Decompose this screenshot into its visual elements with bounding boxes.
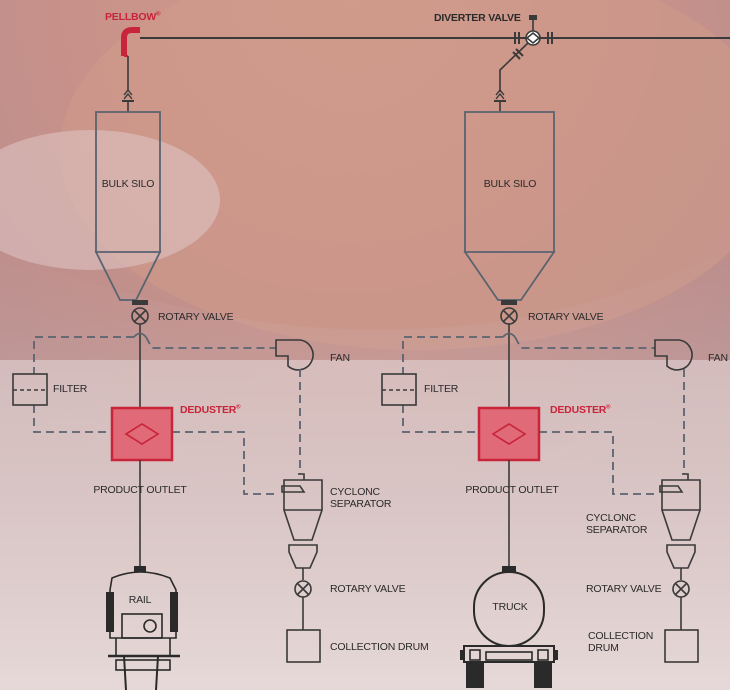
deduster-left-label: DEDUSTER® (180, 404, 240, 416)
pellbow-label-text: PELLBOW (105, 11, 156, 23)
collection-drum-right (665, 630, 698, 662)
diverter-valve-symbol (500, 15, 552, 92)
truck-label: TRUCK (492, 601, 527, 613)
cyclone-right-label: CYCLONC SEPARATOR (586, 512, 647, 536)
deduster-right-text: DEDUSTER (550, 404, 606, 416)
fan-left (276, 340, 313, 370)
rail-label: RAIL (129, 594, 152, 606)
filter-left-label: FILTER (53, 383, 87, 395)
collection-drum-right-label: COLLECTION DRUM (588, 630, 653, 654)
deduster-right-label: DEDUSTER® (550, 404, 610, 416)
deduster-right (479, 408, 539, 460)
fan-left-label: FAN (330, 352, 350, 364)
rotary-valve-cyc-right-label: ROTARY VALVE (586, 583, 661, 595)
registered-mark: ® (236, 405, 240, 411)
fan-right (655, 340, 692, 370)
registered-mark: ® (156, 12, 160, 18)
cyclone-right (660, 474, 700, 540)
collection-drum-left-label: COLLECTION DRUM (330, 641, 429, 653)
pellbow-elbow (124, 30, 140, 56)
deduster-left (112, 408, 172, 460)
rotary-valve-left-label: ROTARY VALVE (158, 311, 233, 323)
bulk-silo-right (465, 112, 554, 300)
registered-mark: ® (606, 405, 610, 411)
bulk-silo-left-label: BULK SILO (102, 178, 154, 190)
product-outlet-left-label: PRODUCT OUTLET (93, 484, 186, 496)
rotary-valve-cyc-left-label: ROTARY VALVE (330, 583, 405, 595)
bulk-silo-right-label: BULK SILO (484, 178, 536, 190)
rotary-valve-right-label: ROTARY VALVE (528, 311, 603, 323)
deduster-left-text: DEDUSTER (180, 404, 236, 416)
product-outlet-right-label: PRODUCT OUTLET (465, 484, 558, 496)
pellbow-label: PELLBOW® (105, 11, 160, 23)
bulk-silo-left (96, 112, 160, 300)
cyclone-left (282, 474, 322, 540)
cyclone-left-label: CYCLONC SEPARATOR (330, 486, 391, 510)
fan-right-label: FAN (708, 352, 728, 364)
diverter-valve-label: DIVERTER VALVE (434, 12, 521, 24)
collection-drum-left (287, 630, 320, 662)
rail-car (106, 566, 180, 690)
truck (460, 566, 558, 688)
left-system (13, 56, 322, 690)
filter-right-label: FILTER (424, 383, 458, 395)
